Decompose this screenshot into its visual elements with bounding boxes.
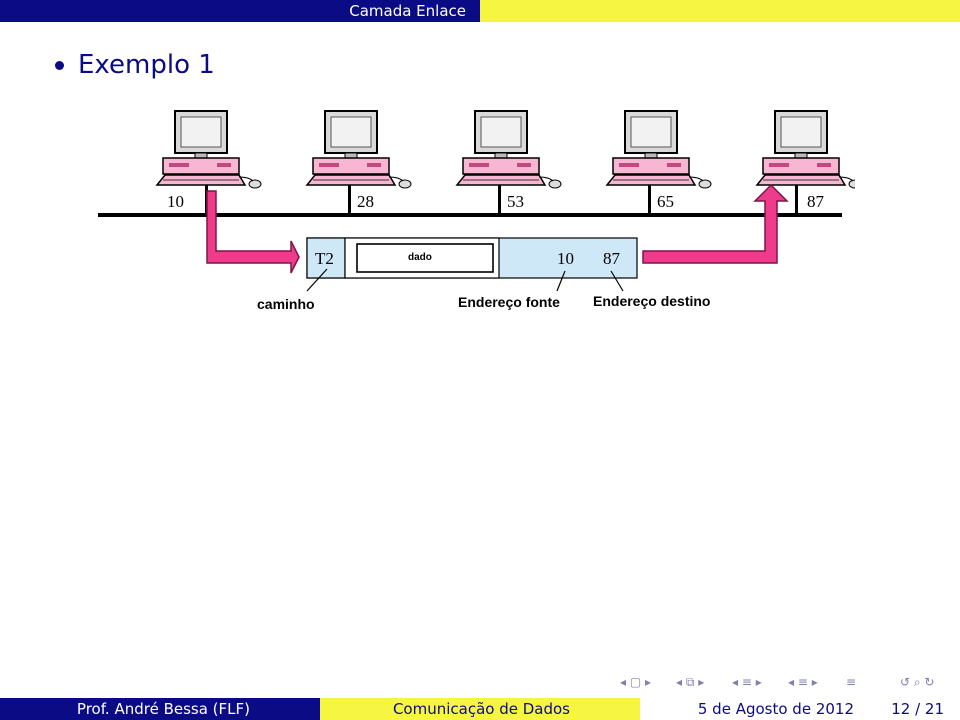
computer-icon bbox=[456, 110, 562, 189]
frame-destination-field: 87 bbox=[603, 249, 621, 268]
path-arrow-left bbox=[206, 190, 300, 274]
station-address-53: 53 bbox=[507, 192, 524, 211]
footer-date-page: 5 de Agosto de 2012 12 / 21 bbox=[640, 698, 960, 720]
beamer-navigation: ◂ ▢ ▸ ◂ ⧉ ▸ ◂ ≡ ▸ ◂ ≡ ▸ ≡ ↺ ⌕ ↻ bbox=[620, 675, 950, 691]
station-address-65: 65 bbox=[657, 192, 674, 211]
header-right bbox=[480, 0, 960, 22]
bus-line bbox=[98, 213, 842, 217]
station-address-87: 87 bbox=[807, 192, 825, 211]
frame: T2 dado 10 87 bbox=[306, 237, 638, 279]
bullet-text: Exemplo 1 bbox=[78, 50, 215, 80]
frame-type-field: T2 bbox=[315, 249, 334, 268]
header-bar: Camada Enlace bbox=[0, 0, 960, 22]
nav-section-icon[interactable]: ◂ ≡ ▸ bbox=[732, 675, 762, 689]
label-destination-address: Endereço destino bbox=[593, 293, 710, 309]
footer-bar: Prof. André Bessa (FLF) Comunicação de D… bbox=[0, 698, 960, 720]
header-left bbox=[0, 0, 480, 22]
path-arrow-right bbox=[642, 183, 789, 264]
nav-menu-icon[interactable]: ≡ bbox=[846, 675, 857, 689]
label-source-address: Endereço fonte bbox=[458, 294, 560, 310]
nav-section-icon[interactable]: ◂ ≡ ▸ bbox=[788, 675, 818, 689]
header-title: Camada Enlace bbox=[349, 2, 466, 20]
station-address-28: 28 bbox=[357, 192, 374, 211]
footer-date: 5 de Agosto de 2012 bbox=[697, 700, 854, 718]
nav-frame-icon[interactable]: ◂ ▢ ▸ bbox=[620, 675, 652, 689]
nav-search-icon[interactable]: ↺ ⌕ ↻ bbox=[900, 675, 935, 689]
footer-page-number: 12 / 21 bbox=[891, 700, 944, 718]
footer-author: Prof. André Bessa (FLF) bbox=[0, 698, 320, 720]
station-address-10: 10 bbox=[167, 192, 184, 211]
frame-data-field: dado bbox=[408, 252, 432, 263]
bullet-item: Exemplo 1 bbox=[55, 50, 215, 80]
label-path: caminho bbox=[257, 296, 315, 312]
computer-icon bbox=[306, 110, 412, 189]
frame-source-field: 10 bbox=[557, 249, 574, 268]
computer-icon bbox=[156, 110, 262, 189]
bullet-dot bbox=[55, 60, 64, 70]
computer-icon bbox=[756, 110, 855, 189]
footer-course: Comunicação de Dados bbox=[320, 698, 640, 720]
nav-subsection-icon[interactable]: ◂ ⧉ ▸ bbox=[676, 675, 705, 689]
computer-icon bbox=[606, 110, 712, 189]
ethernet-diagram: 10 28 53 65 87 T2 dado 10 87 caminho End… bbox=[98, 110, 855, 312]
